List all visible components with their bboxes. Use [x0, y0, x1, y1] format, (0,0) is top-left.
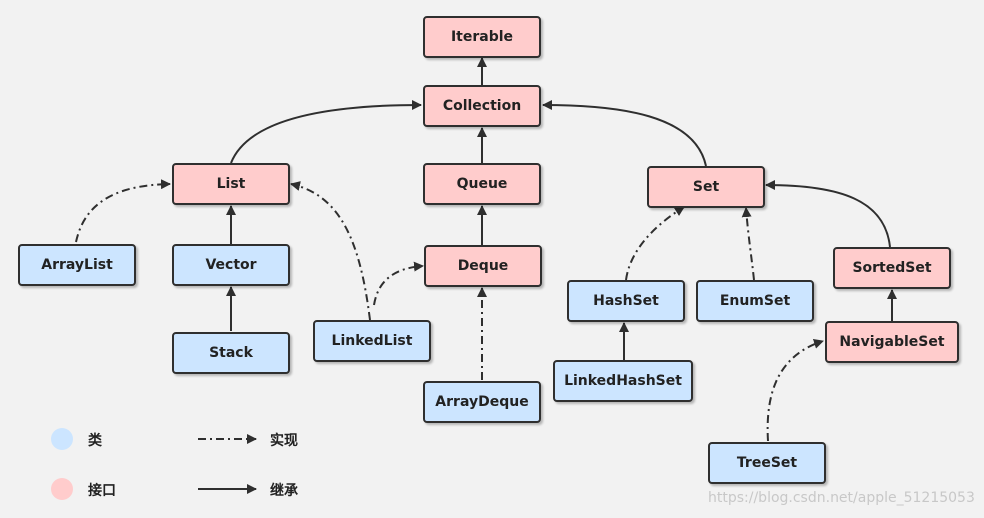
node-enumset-label: EnumSet — [719, 293, 791, 309]
node-iterable-label: Iterable — [450, 29, 514, 45]
node-set-label: Set — [692, 179, 720, 195]
node-deque-label: Deque — [457, 258, 509, 274]
legend-interface-swatch — [51, 478, 73, 500]
edge-set-collection — [542, 100, 707, 167]
node-arraylist[interactable]: ArrayList — [18, 244, 136, 286]
edge-treeset-navigableset — [766, 339, 824, 442]
edge-linkedlist-deque — [373, 261, 424, 306]
legend-interface-label: 接口 — [88, 483, 116, 499]
node-navigableset[interactable]: NavigableSet — [825, 321, 959, 363]
node-vector[interactable]: Vector — [172, 244, 290, 286]
node-sortedset[interactable]: SortedSet — [833, 247, 951, 289]
node-treeset-label: TreeSet — [736, 455, 798, 471]
node-stack[interactable]: Stack — [172, 332, 290, 374]
edge-arraylist-list — [75, 179, 171, 243]
node-set[interactable]: Set — [647, 166, 765, 208]
node-linkedhashset[interactable]: LinkedHashSet — [553, 360, 693, 402]
legend-implement-label: 实现 — [270, 433, 298, 449]
node-linkedlist-label: LinkedList — [331, 333, 413, 349]
node-iterable[interactable]: Iterable — [423, 16, 541, 58]
node-arraydeque-label: ArrayDeque — [435, 394, 529, 410]
node-vector-label: Vector — [205, 257, 257, 273]
edge-list-collection — [230, 100, 422, 164]
node-navigableset-label: NavigableSet — [839, 334, 945, 350]
node-queue-label: Queue — [456, 176, 508, 192]
node-linkedlist[interactable]: LinkedList — [313, 320, 431, 362]
watermark-text: https://blog.csdn.net/apple_51215053 — [708, 490, 975, 506]
node-arraydeque[interactable]: ArrayDeque — [423, 381, 541, 423]
edge-hashset-set — [625, 206, 685, 281]
legend-class-swatch — [51, 428, 73, 450]
node-enumset[interactable]: EnumSet — [696, 280, 814, 322]
node-list-label: List — [216, 176, 246, 192]
node-deque[interactable]: Deque — [424, 245, 542, 287]
node-treeset[interactable]: TreeSet — [708, 442, 826, 484]
edge-enumset-set — [741, 207, 755, 281]
node-stack-label: Stack — [209, 345, 253, 361]
legend-inherit-label: 继承 — [270, 483, 298, 499]
node-hashset[interactable]: HashSet — [567, 280, 685, 322]
node-arraylist-label: ArrayList — [41, 257, 113, 273]
node-sortedset-label: SortedSet — [852, 260, 932, 276]
node-queue[interactable]: Queue — [423, 163, 541, 205]
edge-linkedlist-list — [290, 181, 371, 321]
node-list[interactable]: List — [172, 163, 290, 205]
node-linkedhashset-label: LinkedHashSet — [564, 373, 682, 389]
node-collection[interactable]: Collection — [423, 85, 541, 127]
node-collection-label: Collection — [442, 98, 522, 114]
legend-class-label: 类 — [88, 433, 102, 449]
node-hashset-label: HashSet — [593, 293, 659, 309]
edge-sortedset-set — [765, 180, 891, 248]
